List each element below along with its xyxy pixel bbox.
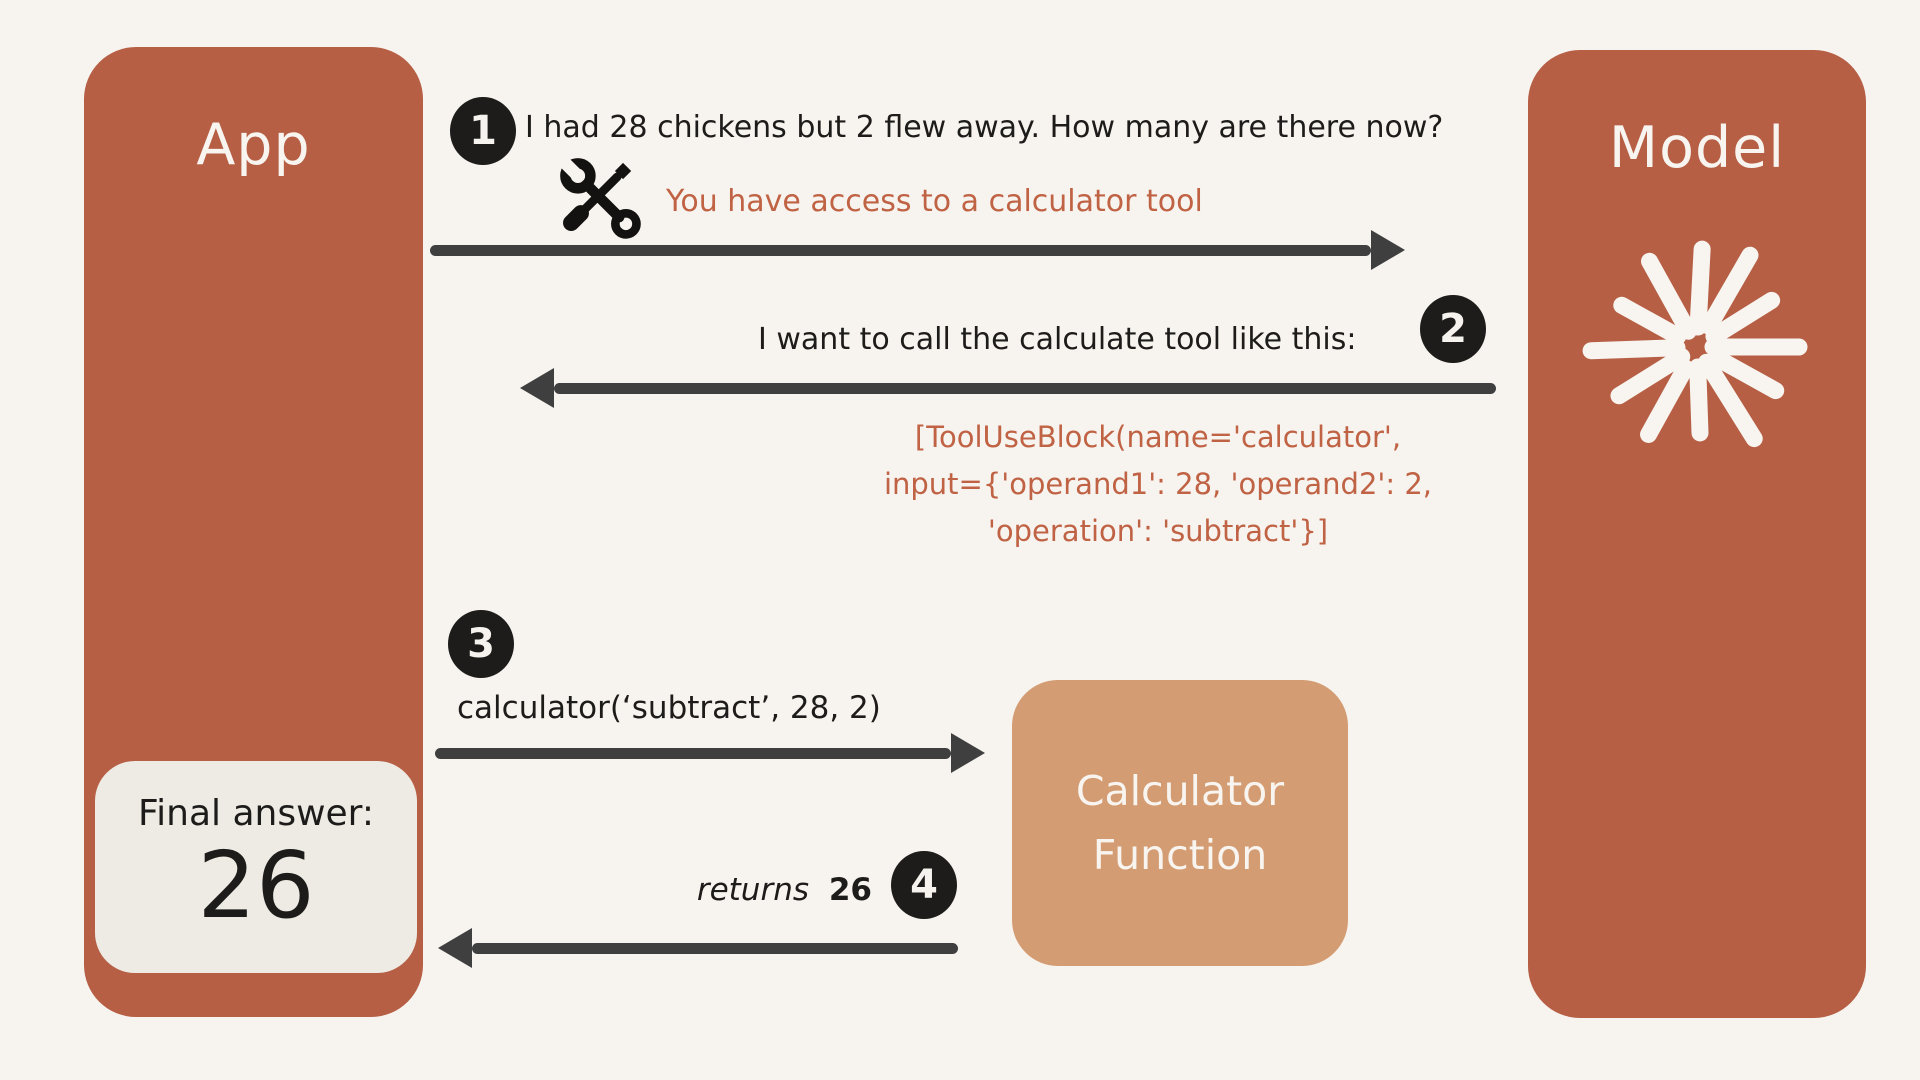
model-label: Model [1608, 115, 1786, 181]
calculator-function-label-line2: Function [1092, 831, 1268, 879]
arrow-head-right-icon [951, 733, 985, 773]
starburst-icon [1582, 240, 1808, 448]
app-label: App [196, 112, 311, 178]
arrow-head-right-icon [1371, 230, 1405, 270]
step2-message: I want to call the calculate tool like t… [758, 322, 1357, 357]
calculator-function-box: Calculator Function [1012, 680, 1348, 966]
step2-badge: 2 [1420, 295, 1486, 363]
step4-return-value: 26 [828, 872, 872, 908]
tool-use-code-block: [ToolUseBlock(name='calculator', input={… [838, 414, 1478, 555]
arrow-step3-app-to-calculator [435, 732, 985, 774]
step4-returns-text: returns [696, 872, 809, 908]
tools-icon [555, 153, 641, 239]
step3-badge: 3 [448, 610, 514, 678]
tool-use-code-line1: [ToolUseBlock(name='calculator', [914, 420, 1402, 454]
step1-badge: 1 [450, 97, 516, 165]
final-answer-value: 26 [197, 832, 315, 939]
arrow-head-left-icon [438, 928, 472, 968]
calculator-function-label-line1: Calculator [1075, 767, 1285, 815]
step4-message: returns 26 [697, 872, 872, 908]
step1-message: I had 28 chickens but 2 flew away. How m… [525, 110, 1444, 145]
arrow-shaft [430, 244, 1371, 256]
app-actor-box: App Final answer: 26 [84, 47, 423, 1017]
tool-use-code-line2: input={'operand1': 28, 'operand2': 2, [883, 467, 1433, 501]
arrow-shaft [435, 747, 951, 759]
final-answer-label: Final answer: [138, 793, 374, 834]
arrow-shaft [472, 942, 958, 954]
final-answer-box: Final answer: 26 [95, 761, 417, 973]
step3-message: calculator(‘subtract’, 28, 2) [457, 690, 881, 726]
tool-use-code-line3: 'operation': 'subtract'}] [987, 514, 1329, 548]
arrow-step4-calculator-to-app [438, 927, 958, 969]
step1-system-note: You have access to a calculator tool [666, 184, 1203, 219]
step4-badge: 4 [891, 851, 957, 919]
arrow-step2-model-to-app [520, 367, 1496, 409]
arrow-shaft [554, 382, 1496, 394]
model-actor-box: Model [1528, 50, 1866, 1018]
arrow-step1-app-to-model [430, 229, 1405, 271]
arrow-head-left-icon [520, 368, 554, 408]
